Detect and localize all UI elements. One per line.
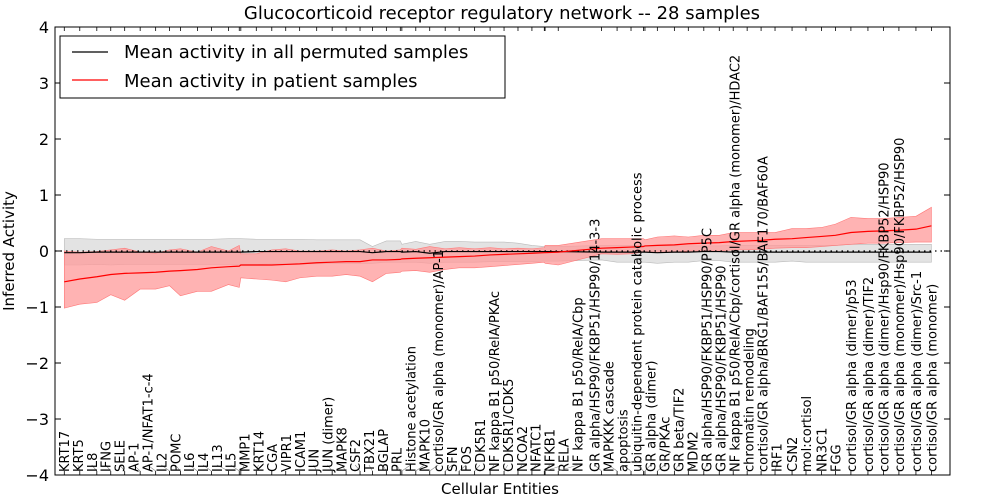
x-tick-label: IL6 xyxy=(183,453,198,472)
y-tick-label: 4 xyxy=(39,18,49,37)
x-tick-label: VIPR1 xyxy=(280,434,295,472)
x-tick-label: NFATC1 xyxy=(530,424,545,472)
x-tick-label: IL13 xyxy=(211,444,226,472)
x-tick-label: SELE xyxy=(114,440,129,472)
y-tick-label: −4 xyxy=(25,466,49,485)
x-tick-label: chromatin remodeling xyxy=(743,328,758,472)
x-tick-label: ICAM1 xyxy=(294,431,309,472)
x-tick-label: MMP1 xyxy=(239,433,254,472)
x-tick-label: cortisol/GR alpha (monomer)/Hsp90/FKBP52… xyxy=(893,138,908,472)
x-tick-label: cortisol/GR alpha (monomer)/AP-1 xyxy=(432,250,447,472)
x-tick-label: AP-1 xyxy=(128,443,143,472)
x-tick-label: cortisol/GR alpha (dimer)/TIF2 xyxy=(862,277,877,472)
x-tick-label: KRT14 xyxy=(252,431,267,472)
x-tick-label: GR/PKAc xyxy=(659,417,674,472)
x-tick-label: MDM2 xyxy=(687,431,702,472)
x-tick-label: apoptosis xyxy=(617,409,632,472)
x-tick-label: JUN (dimer) xyxy=(322,397,337,473)
x-tick-label: cortisol/GR alpha (monomer) xyxy=(925,284,940,472)
x-tick-label: GR alpha/HSP90/FKBP51/HSP90/PP5C xyxy=(701,228,716,472)
x-tick-label: NF kappa B1 p50/RelA/Cbp/cortisol/GR alp… xyxy=(729,55,744,472)
x-tick-label: Histone acetylation xyxy=(405,346,420,472)
x-tick-label: FGG xyxy=(829,444,844,472)
x-tick-label: IL5 xyxy=(225,453,240,472)
y-tick-label: −3 xyxy=(25,410,49,429)
x-tick-label: mol:cortisol xyxy=(800,396,815,472)
x-tick-label: IL2 xyxy=(155,453,170,472)
x-tick-label: cortisol/GR alpha (dimer)/p53 xyxy=(845,280,860,472)
x-tick-label: GR alpha/HSP90/FKBP51/HSP90 xyxy=(715,265,730,472)
x-tick-label: SFN xyxy=(446,447,461,472)
x-tick-label: CSN2 xyxy=(786,437,801,472)
x-tick-label: NFKB1 xyxy=(544,429,559,472)
chart-title: Glucocorticoid receptor regulatory netwo… xyxy=(244,3,760,24)
x-tick-label: MAPKKK cascade xyxy=(603,361,618,472)
x-tick-label: CDK5R1 xyxy=(474,419,489,472)
y-tick-label: 2 xyxy=(39,130,49,149)
x-tick-label: POMC xyxy=(169,434,184,472)
x-tick-label: cortisol/GR alpha (dimer)/Src-1 xyxy=(910,271,925,472)
x-tick-label: ubiquitin-dependent protein catabolic pr… xyxy=(631,172,646,472)
x-tick-label: TBX21 xyxy=(363,430,378,473)
x-tick-label: PRL xyxy=(391,447,406,472)
x-tick-label: JUN xyxy=(308,449,323,473)
y-tick-label: −2 xyxy=(25,354,49,373)
y-axis-label: Inferred Activity xyxy=(0,191,18,311)
x-tick-label: IFNG xyxy=(100,441,115,472)
x-tick-label: NR3C1 xyxy=(815,428,830,472)
x-tick-label: KRT5 xyxy=(72,439,87,472)
x-tick-label: NF kappa B1 p50/RelA/PKAc xyxy=(488,291,503,472)
x-tick-label: GR alpha (dimer) xyxy=(645,361,660,472)
x-tick-label: KRT17 xyxy=(58,431,73,472)
x-tick-label: CDK5R1/CDK5 xyxy=(502,379,517,472)
x-tick-label: BGLAP xyxy=(377,429,392,472)
x-tick-label: MAPK10 xyxy=(418,419,433,472)
x-tick-label: GR beta/TIF2 xyxy=(673,388,688,472)
x-tick-label: MAPK8 xyxy=(335,427,350,472)
y-tick-label: −1 xyxy=(25,298,49,317)
x-tick-label: IL8 xyxy=(86,453,101,472)
y-tick-label: 3 xyxy=(39,74,49,93)
legend-label-permuted: Mean activity in all permuted samples xyxy=(124,42,468,63)
x-tick-label: AP-1/NFAT1-c-4 xyxy=(142,373,157,472)
x-tick-label: cortisol/GR alpha (dimer)/Hsp90/FKBP52/H… xyxy=(877,163,892,473)
x-tick-label: GR alpha/HSP90/FKBP51/HSP90/14-3-3 xyxy=(589,219,604,472)
y-tick-label: 1 xyxy=(39,186,49,205)
x-tick-label: NF kappa B1 p50/RelA/Cbp xyxy=(572,297,587,472)
x-tick-label: FOS xyxy=(460,446,475,472)
y-tick-label: 0 xyxy=(39,242,49,261)
x-axis-label: Cellular Entities xyxy=(441,480,559,498)
x-tick-label: IL4 xyxy=(197,453,212,472)
x-tick-label: cortisol/GR alpha/BRG1/BAF155/BAF170/BAF… xyxy=(757,156,772,472)
x-tick-label: NCOA2 xyxy=(516,426,531,472)
x-tick-label: CGA xyxy=(266,444,281,472)
legend-label-patient: Mean activity in patient samples xyxy=(124,71,418,92)
legend: Mean activity in all permuted samples Me… xyxy=(60,36,505,98)
x-tick-label: CSF2 xyxy=(349,439,364,472)
x-tick-label: IRF1 xyxy=(771,443,786,472)
